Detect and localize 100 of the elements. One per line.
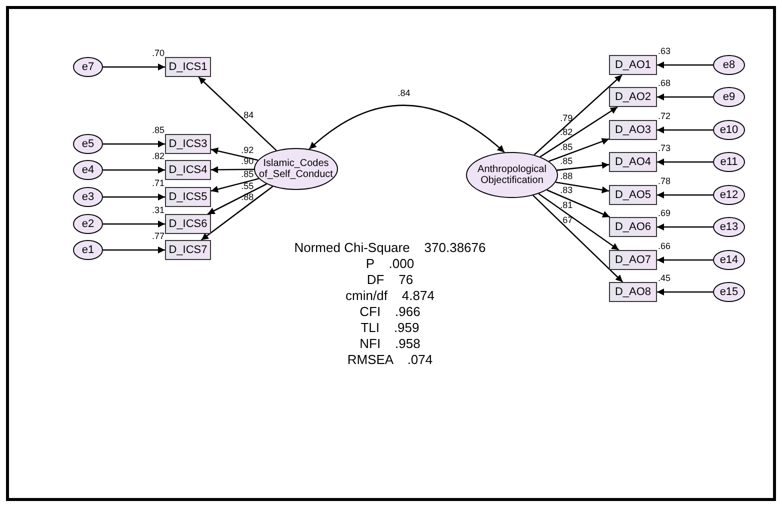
r-squared-value: .78 <box>658 176 671 186</box>
node-label: D_AO8 <box>614 284 652 300</box>
error-circle <box>73 57 103 77</box>
variable-box <box>165 57 211 77</box>
arrow <box>103 166 165 174</box>
node-label: D_AO7 <box>614 252 652 268</box>
node-label: D_AO4 <box>614 154 652 170</box>
variable-box <box>609 152 657 172</box>
arrow <box>103 246 165 254</box>
arrow <box>200 186 274 241</box>
node-label: D_AO2 <box>614 90 652 105</box>
variable-box <box>609 185 657 205</box>
arrow <box>538 193 620 251</box>
r-squared-value: .77 <box>152 231 165 241</box>
arrow <box>657 126 713 134</box>
node-label: e14 <box>720 252 738 268</box>
fit-statistic: DF 76 <box>366 272 414 288</box>
edge-label: .83 <box>560 185 573 196</box>
node-label: e3 <box>82 190 94 205</box>
error-circle <box>73 187 103 207</box>
node-label: D_ICS4 <box>168 162 208 178</box>
fit-statistic: NFI .958 <box>360 336 420 352</box>
edge-label: .79 <box>560 112 573 122</box>
node-label: e5 <box>82 136 94 152</box>
arrow <box>532 194 624 282</box>
fit-statistic: TLI .959 <box>360 320 420 336</box>
error-circle <box>73 214 103 234</box>
fit-statistic: cmin/df 4.874 <box>346 288 434 304</box>
node-label: e9 <box>722 90 736 105</box>
variable-box <box>165 134 211 154</box>
fit-statistic: RMSEA .074 <box>347 352 433 368</box>
arrow <box>540 106 618 158</box>
arrow <box>211 166 254 174</box>
r-squared-value: .70 <box>152 48 165 58</box>
edge-label: .84 <box>398 88 410 98</box>
variable-box <box>165 187 211 207</box>
arrow <box>308 104 505 153</box>
fit-statistic: Normed Chi-Square 370.38676 <box>294 240 486 256</box>
r-squared-value: .71 <box>152 178 165 188</box>
node-label: D_ICS5 <box>168 190 208 205</box>
node-label: Islamic_Codes of_Self_Conduct <box>258 158 334 180</box>
error-circle <box>73 134 103 154</box>
error-circle <box>713 55 745 75</box>
arrow <box>657 192 713 198</box>
error-circle <box>713 217 745 237</box>
error-circle <box>713 185 745 205</box>
edge-label: .85 <box>560 142 573 152</box>
variable-box <box>165 160 211 180</box>
variable-box <box>165 214 211 234</box>
arrow <box>556 162 610 171</box>
r-squared-value: .45 <box>658 273 671 283</box>
arrow <box>210 178 259 193</box>
arrow <box>103 140 165 148</box>
error-circle <box>73 160 103 180</box>
arrow <box>103 194 165 200</box>
variable-box <box>165 240 211 260</box>
arrow <box>657 158 713 166</box>
variable-box <box>609 87 657 107</box>
node-label: D_ICS6 <box>168 216 208 232</box>
r-squared-value: .66 <box>658 241 671 251</box>
node-label: D_AO6 <box>614 220 652 235</box>
arrow <box>210 148 258 161</box>
error-circle <box>713 282 745 302</box>
node-label: D_AO1 <box>614 58 652 73</box>
node-label: D_AO3 <box>614 122 652 138</box>
error-circle <box>713 87 745 107</box>
r-squared-value: .73 <box>658 143 671 153</box>
r-squared-value: .85 <box>152 125 165 135</box>
node-label: e8 <box>722 58 736 73</box>
arrow <box>657 62 713 68</box>
node-label: e2 <box>82 216 94 232</box>
arrow <box>548 138 610 162</box>
node-label: D_ICS1 <box>168 60 208 75</box>
error-circle <box>73 240 103 260</box>
r-squared-value: .69 <box>658 208 671 218</box>
arrow <box>657 256 713 264</box>
arrow <box>657 94 713 100</box>
edge-label: .84 <box>241 110 254 120</box>
node-label: e7 <box>82 60 94 75</box>
arrow <box>103 64 165 70</box>
latent-ellipse <box>254 148 338 190</box>
variable-box <box>609 217 657 237</box>
node-label: e13 <box>720 220 738 235</box>
variable-box <box>609 282 657 302</box>
edge-label: .85 <box>560 156 573 166</box>
r-squared-value: .72 <box>658 111 671 121</box>
node-label: e4 <box>82 162 94 178</box>
error-circle <box>713 250 745 270</box>
edge-label: .81 <box>560 200 573 210</box>
node-label: D_ICS3 <box>168 136 208 152</box>
edge-label: .55 <box>241 180 254 191</box>
arrow <box>556 182 610 194</box>
node-label: e11 <box>720 154 738 170</box>
arrow <box>657 224 713 230</box>
node-label: Anthropological Objectification <box>476 164 548 186</box>
arrow <box>546 189 610 218</box>
edge-label: .88 <box>560 171 573 181</box>
node-label: D_ICS7 <box>168 242 208 258</box>
arrow <box>198 76 277 151</box>
r-squared-value: .63 <box>658 46 671 56</box>
